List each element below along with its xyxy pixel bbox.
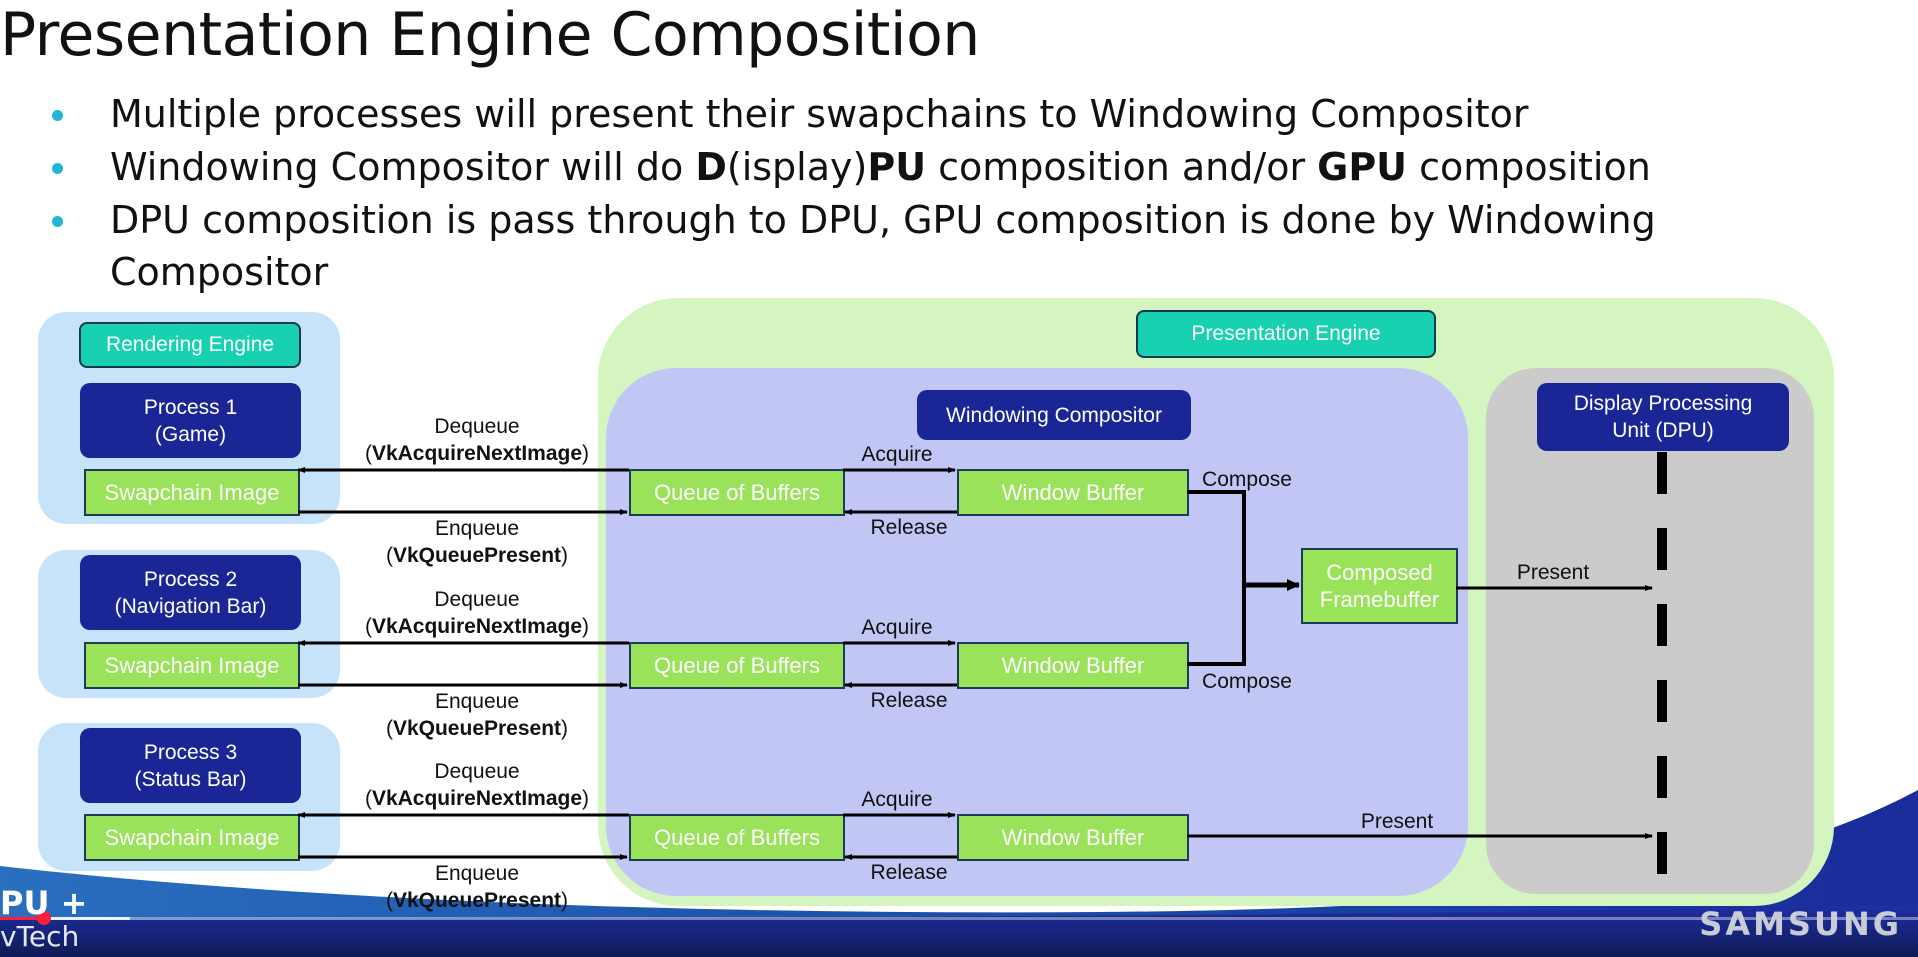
bullet-text: Multiple processes will present their sw…: [110, 88, 1529, 140]
composed-framebuffer-line1: Composed: [1326, 560, 1433, 585]
present-label-composed: Present: [1516, 561, 1590, 584]
bullet-dot-icon: [52, 163, 63, 174]
process-subtitle: (Game): [154, 422, 227, 446]
enqueue-label: Enqueue(VkQueuePresent): [385, 862, 569, 912]
bullet-run: Multiple processes will present their sw…: [110, 92, 1529, 136]
composed-framebuffer: Composed Framebuffer: [1301, 548, 1458, 624]
bullet-text: Compositor: [110, 246, 328, 298]
bullet-run: Windowing Compositor will do: [110, 145, 696, 189]
event-logo-bottom: vTech: [0, 920, 80, 953]
present-label-direct: Present: [1360, 810, 1434, 833]
bullet-bold-run: GPU: [1317, 145, 1408, 189]
bullet-dot-icon: [52, 216, 63, 227]
dpu-label: Display Processing Unit (DPU): [1537, 383, 1789, 451]
process-3-box: Process 3 (Status Bar): [80, 728, 301, 803]
dequeue-label: Dequeue(VkAcquireNextImage): [364, 760, 590, 810]
video-played-bar: [0, 917, 45, 920]
swapchain-image-1: Swapchain Image: [84, 469, 300, 516]
release-label: Release: [870, 861, 948, 884]
acquire-label: Acquire: [861, 443, 933, 466]
bullet-run: Compositor: [110, 250, 329, 294]
bullet-bold-run: D: [695, 145, 727, 189]
bullet-dot-icon: [52, 110, 63, 121]
process-name: Process 3: [143, 740, 238, 764]
bullet-run: DPU composition is pass through to DPU, …: [110, 198, 1656, 242]
process-1-box: Process 1 (Game): [80, 383, 301, 458]
enqueue-label: Enqueue(VkQueuePresent): [385, 690, 569, 740]
dequeue-label: Dequeue(VkAcquireNextImage): [364, 415, 590, 465]
composed-framebuffer-line2: Framebuffer: [1319, 587, 1440, 612]
process-subtitle: (Navigation Bar): [114, 594, 267, 618]
process-subtitle: (Status Bar): [134, 767, 247, 791]
release-label: Release: [870, 516, 948, 539]
process-name: Process 1: [143, 395, 238, 419]
release-label: Release: [870, 689, 948, 712]
bullet-run: composition and/or: [926, 145, 1318, 189]
dequeue-label: Dequeue(VkAcquireNextImage): [364, 588, 590, 638]
dpu-label-line1: Display Processing: [1573, 392, 1753, 415]
bullet-run: (isplay): [726, 145, 868, 189]
queue-of-buffers-2: Queue of Buffers: [629, 642, 845, 689]
acquire-label: Acquire: [861, 788, 933, 811]
queue-of-buffers-3: Queue of Buffers: [629, 814, 845, 861]
video-buffered-bar: [0, 917, 130, 920]
event-logo-top: PU +: [0, 884, 88, 922]
windowing-compositor-panel: [606, 368, 1468, 896]
process-2-box: Process 2 (Navigation Bar): [80, 555, 301, 630]
video-scrubber-handle[interactable]: [37, 911, 52, 925]
acquire-label: Acquire: [861, 616, 933, 639]
swapchain-image-3: Swapchain Image: [84, 814, 300, 861]
compose-label-top: Compose: [1202, 468, 1292, 491]
video-progress-track[interactable]: [0, 917, 1918, 920]
dpu-panel: [1486, 368, 1814, 894]
swapchain-image-2: Swapchain Image: [84, 642, 300, 689]
enqueue-label: Enqueue(VkQueuePresent): [385, 517, 569, 567]
rendering-engine-label: Rendering Engine: [79, 322, 301, 368]
presentation-engine-label: Presentation Engine: [1136, 310, 1436, 358]
bullet-text: Windowing Compositor will do D(isplay)PU…: [110, 141, 1651, 193]
slide-title: Presentation Engine Composition: [0, 0, 980, 70]
process-name: Process 2: [143, 567, 238, 591]
samsung-logo: SAMSUNG: [1699, 905, 1902, 943]
compose-connector: [1187, 490, 1246, 666]
window-buffer-3: Window Buffer: [957, 814, 1189, 861]
dpu-label-line2: Unit (DPU): [1612, 419, 1714, 442]
bullet-run: composition: [1407, 145, 1651, 189]
bullet-bold-run: PU: [867, 145, 927, 189]
compose-label-bottom: Compose: [1202, 670, 1292, 693]
bullet-text: DPU composition is pass through to DPU, …: [110, 194, 1656, 246]
window-buffer-2: Window Buffer: [957, 642, 1189, 689]
queue-of-buffers-1: Queue of Buffers: [629, 469, 845, 516]
windowing-compositor-label: Windowing Compositor: [917, 390, 1191, 440]
